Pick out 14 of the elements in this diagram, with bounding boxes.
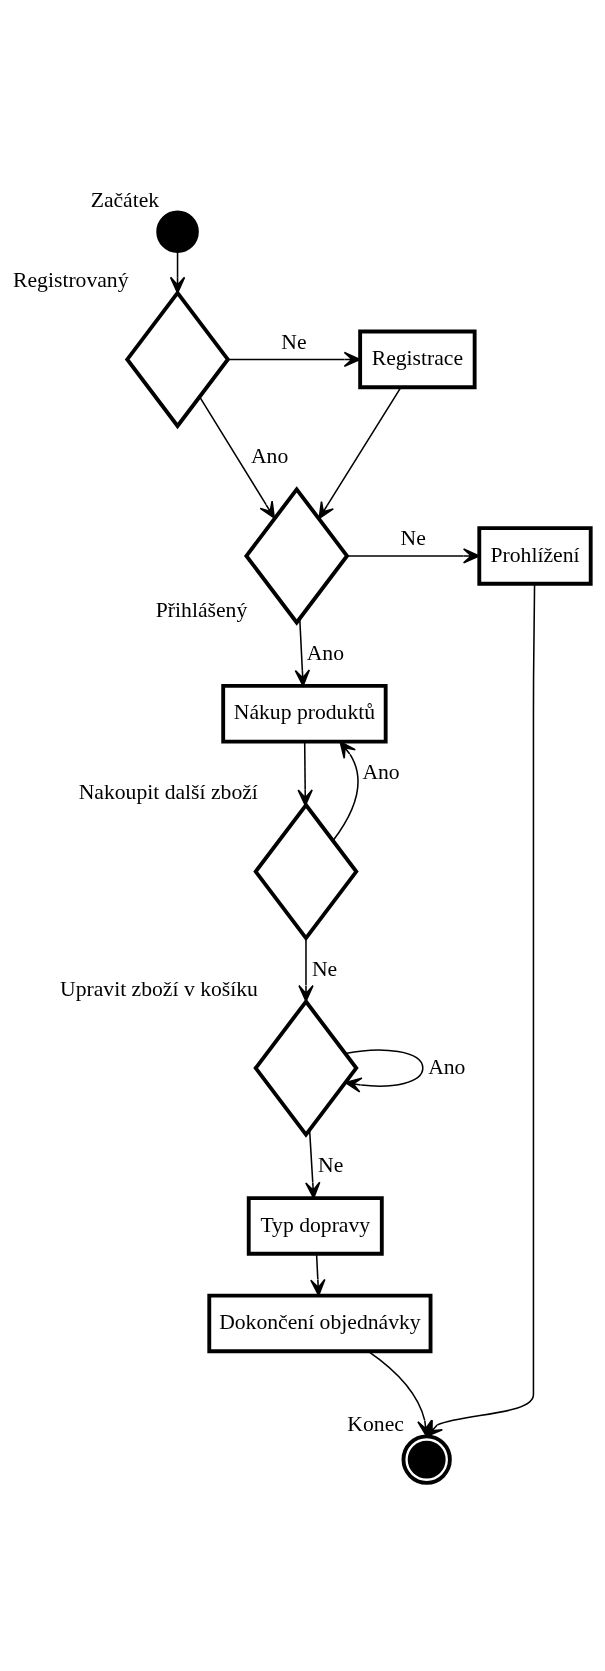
node-label: Nakoupit další zboží bbox=[78, 779, 258, 804]
node-label: Konec bbox=[347, 1411, 404, 1436]
edge-label: Ano bbox=[362, 759, 400, 784]
node-label: Začátek bbox=[90, 187, 160, 212]
edge-label: Ano bbox=[250, 443, 289, 468]
node-label: Registrovaný bbox=[13, 267, 129, 292]
edge-label: Ne bbox=[318, 1152, 344, 1177]
edge-label: Ne bbox=[311, 956, 338, 981]
edge-label: Ne bbox=[400, 525, 426, 550]
edge-label: Ne bbox=[281, 329, 307, 354]
node-label: Přihlášený bbox=[155, 597, 248, 622]
edge-label: Ano bbox=[428, 1054, 466, 1079]
edge-label: Ano bbox=[306, 640, 344, 665]
node-label: Upravit zboží v košíku bbox=[60, 976, 258, 1001]
